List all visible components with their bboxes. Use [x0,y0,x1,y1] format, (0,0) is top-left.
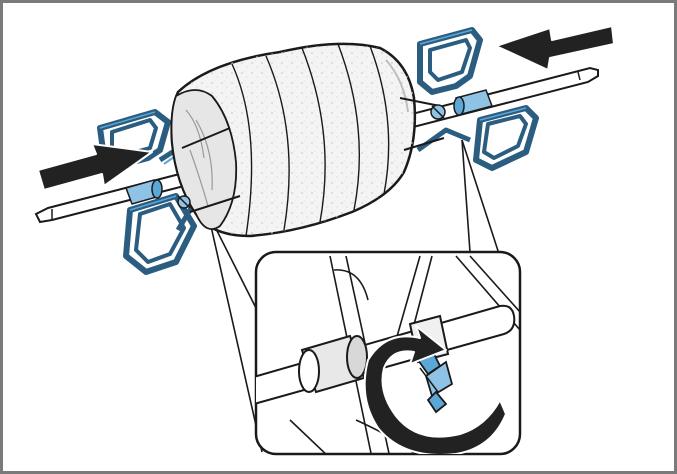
detail-inset [250,252,520,458]
left-wing-screw-icon [178,196,190,208]
